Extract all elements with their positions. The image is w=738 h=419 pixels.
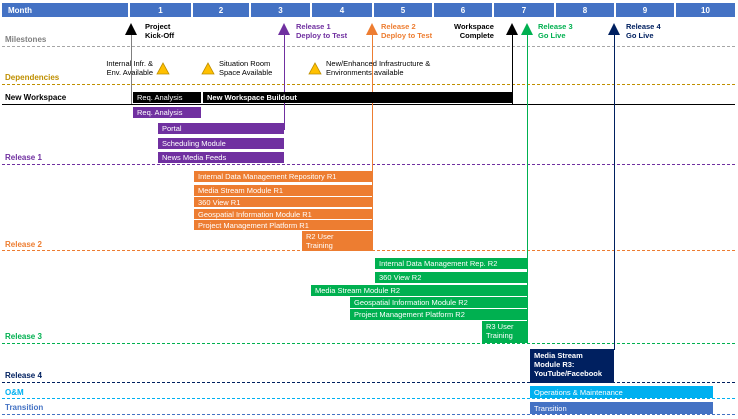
row-label-release-4: Release 4: [5, 371, 42, 380]
row-label-new-workspace: New Workspace: [5, 93, 67, 102]
transition-row-line: [2, 414, 735, 415]
news-media-feeds-bar: News Media Feeds: [158, 152, 284, 163]
release-1-connector: [284, 34, 285, 130]
row-label-om: O&M: [5, 388, 24, 397]
dependency-situation-icon: [201, 62, 215, 75]
release-3-row-line: [2, 343, 735, 344]
release-1-milestone-icon: [278, 23, 290, 35]
release-2-milestone-icon: [366, 23, 378, 35]
row-label-release-2: Release 2: [5, 240, 42, 249]
portal-bar: Portal: [158, 123, 284, 134]
row-label-dependencies: Dependencies: [5, 73, 60, 82]
month-8-header: 8: [556, 3, 614, 17]
month-7-header: 7: [494, 3, 554, 17]
month-5-header: 5: [374, 3, 432, 17]
row-label-release-1: Release 1: [5, 153, 42, 162]
dependencies-row-line: [2, 84, 735, 85]
dependency-infra-icon: [308, 62, 322, 75]
transition-bar: Transition: [530, 402, 713, 414]
release-4-milestone-icon: [608, 23, 620, 35]
row-label-milestones: Milestones: [5, 35, 47, 44]
360-view-r1-bar: 360 View R1: [194, 197, 372, 207]
release-1-row-line: [2, 164, 735, 165]
release-4-connector: [614, 34, 615, 350]
milestones-row-line: [2, 46, 735, 47]
req-analysis-workspace-bar: Req. Analysis: [133, 92, 201, 103]
dependency-internal-icon: [156, 62, 170, 75]
dependency-internal-label: Internal Infr. &Env. Available: [106, 59, 153, 77]
media-stream-r1-bar: Media Stream Module R1: [194, 185, 372, 196]
r2-user-training-bar: R2 User Training: [302, 231, 372, 251]
month-1-header: 1: [130, 3, 191, 17]
om-row-line: [2, 398, 735, 399]
geospatial-r1-bar: Geospatial Information Module R1: [194, 209, 372, 219]
operations-maintenance-bar: Operations & Maintenance: [530, 386, 713, 398]
month-2-header: 2: [193, 3, 249, 17]
month-6-header: 6: [434, 3, 492, 17]
idmr-r2-bar: Internal Data Management Rep. R2: [375, 258, 527, 269]
workspace-connector: [512, 34, 513, 104]
project-mgmt-r1-bar: Project Management Platform R1: [194, 220, 372, 230]
month-9-header: 9: [616, 3, 674, 17]
project-mgmt-r2-bar: Project Management Platform R2: [350, 309, 527, 320]
geospatial-r2-bar: Geospatial Information Module R2: [350, 297, 527, 308]
month-header-label: Month: [2, 3, 128, 17]
month-10-header: 10: [676, 3, 735, 17]
r3-user-training-bar: R3 User Training: [482, 321, 527, 343]
row-label-transition: Transition: [5, 403, 44, 412]
workspace-milestone-icon: [506, 23, 518, 35]
month-4-header: 4: [312, 3, 372, 17]
media-stream-r3-bar: Media Stream Module R3: YouTube/Facebook: [530, 349, 614, 383]
scheduling-module-bar: Scheduling Module: [158, 138, 284, 149]
kickoff-milestone-icon: [125, 23, 137, 35]
idmr-r1-bar: Internal Data Management Repository R1: [194, 171, 372, 182]
new-workspace-row-line: [2, 104, 735, 105]
media-stream-r2-bar: Media Stream Module R2: [311, 285, 527, 296]
release-4-row-line: [2, 382, 735, 383]
month-3-header: 3: [251, 3, 310, 17]
row-label-release-3: Release 3: [5, 332, 42, 341]
release-3-connector: [527, 34, 528, 343]
360-view-r2-bar: 360 View R2: [375, 272, 527, 283]
release-2-connector: [372, 34, 373, 250]
workspace-buildout-bar: New Workspace Buildout: [203, 92, 512, 103]
kickoff-connector: [131, 34, 132, 104]
dependency-infra-label: New/Enhanced Infrastructure &Environment…: [326, 59, 431, 77]
release-3-milestone-icon: [521, 23, 533, 35]
req-analysis-r1-bar: Req. Analysis: [133, 107, 201, 118]
